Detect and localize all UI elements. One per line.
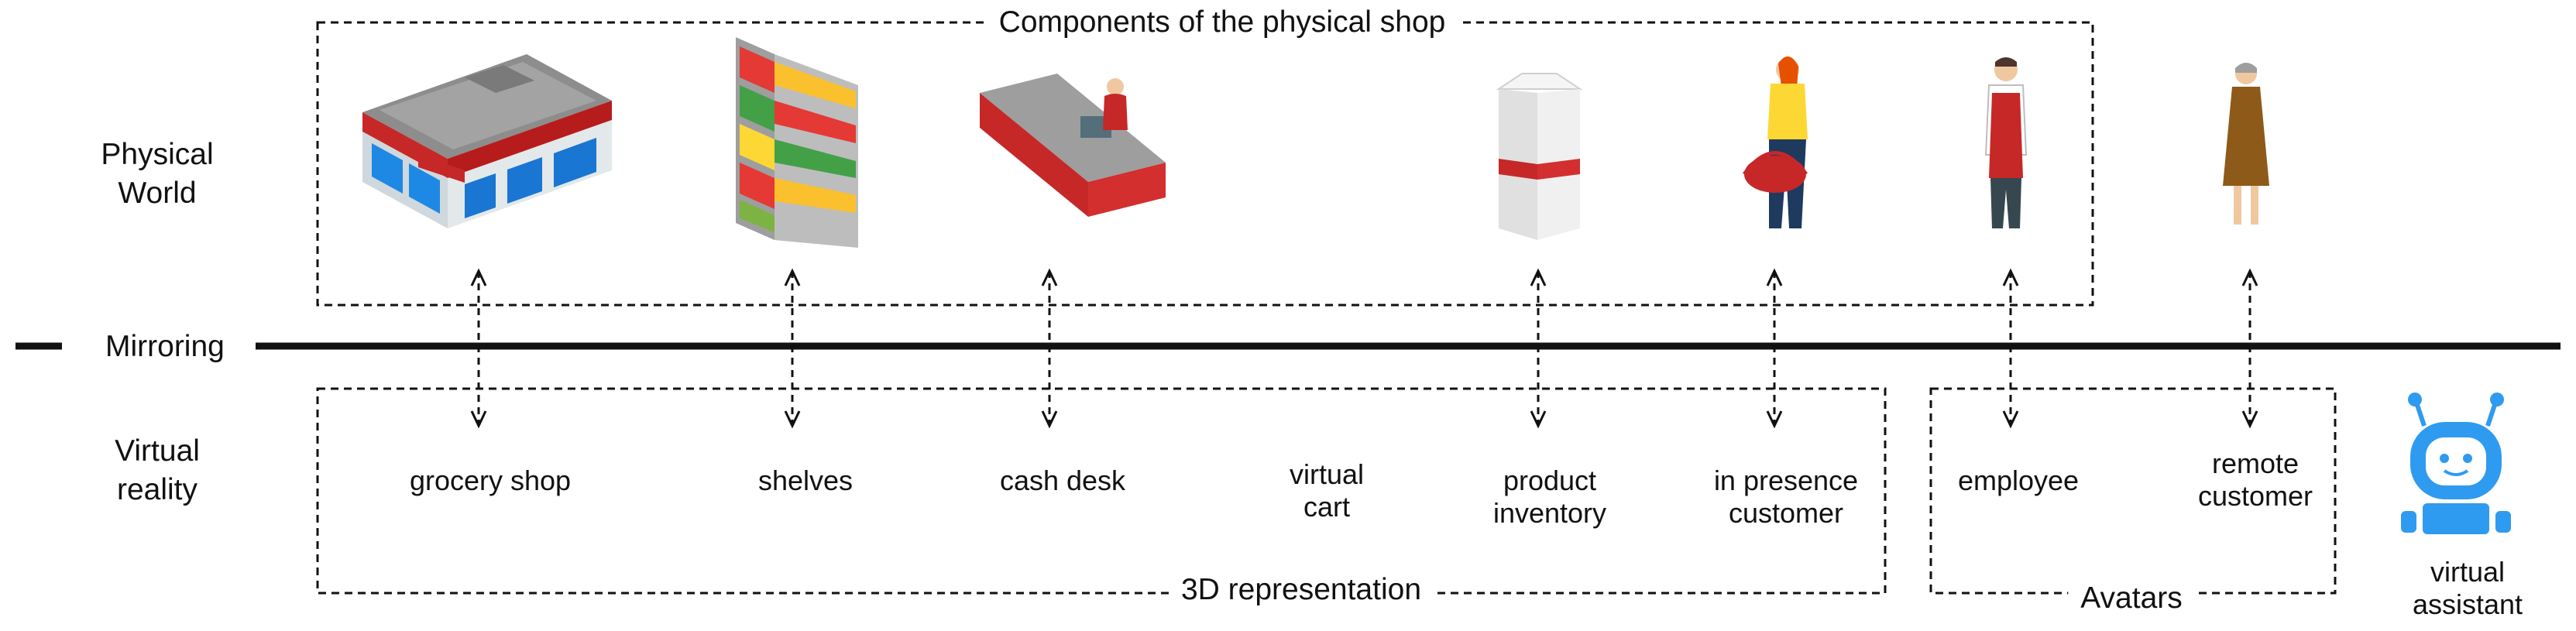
product-box-icon — [1496, 73, 1583, 240]
representation-3d-box — [316, 387, 1887, 595]
label-virtual-assistant: virtual assistant — [2412, 556, 2523, 620]
row-label-physical-world: Physical World — [101, 138, 214, 210]
avatars-title: Avatars — [2068, 580, 2195, 617]
shelves-icon — [736, 37, 858, 248]
label-employee: employee — [1957, 465, 2080, 496]
label-remote-customer: remote customer — [2197, 448, 2313, 512]
employee-icon — [1984, 57, 2028, 228]
label-product-inventory: product inventory — [1492, 465, 1607, 529]
row-label-virtual-reality: Virtual reality — [115, 434, 200, 506]
mirror-arrows — [479, 271, 2250, 426]
label-cash-desk: cash desk — [999, 465, 1126, 496]
physical-shop-title: Components of the physical shop — [986, 4, 1458, 41]
store-building-icon — [362, 54, 612, 228]
label-in-presence-customer: in presence customer — [1713, 465, 1859, 529]
row-label-mirroring: Mirroring — [88, 328, 242, 365]
label-shelves: shelves — [757, 465, 854, 496]
customer-with-basket-icon — [1742, 56, 1808, 228]
label-virtual-cart: virtual cart — [1289, 458, 1365, 523]
representation-3d-title: 3D representation — [1168, 571, 1434, 609]
remote-customer-icon — [2223, 63, 2269, 225]
cash-desk-icon — [980, 74, 1166, 217]
label-grocery-shop: grocery shop — [409, 465, 572, 496]
robot-assistant-icon — [2401, 393, 2511, 534]
